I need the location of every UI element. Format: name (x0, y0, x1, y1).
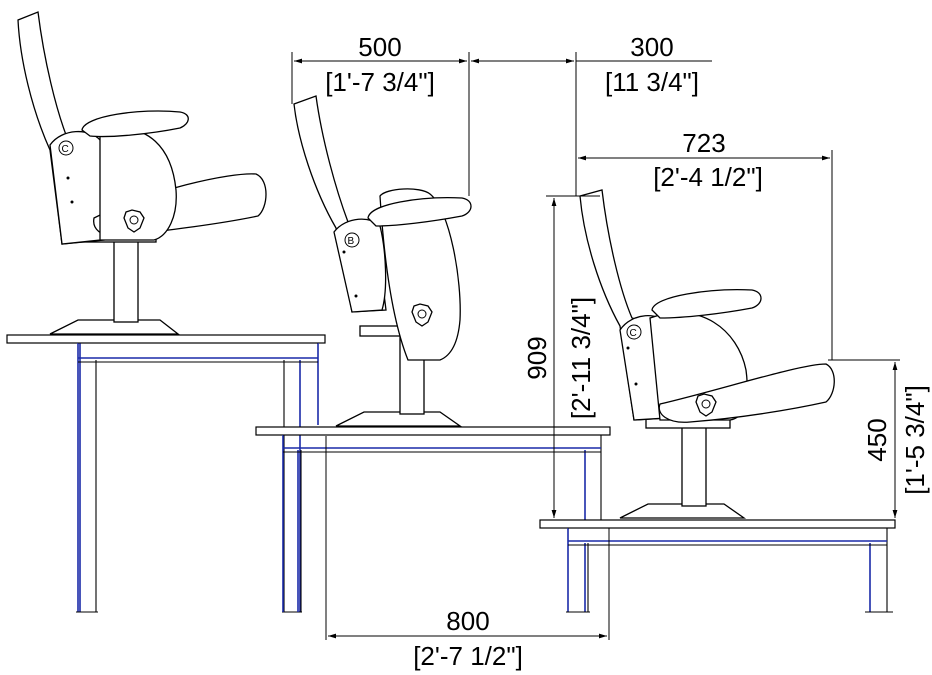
seat-right-label: C (630, 328, 637, 339)
dim-450-imperial: [1'-5 3/4"] (900, 385, 930, 495)
dim-300-imperial: [11 3/4"] (605, 67, 699, 97)
tier-platform-lower (539, 519, 896, 613)
dim-450-value: 450 (862, 418, 892, 461)
dim-500-value: 500 (358, 32, 401, 62)
dimension-800: 800 [2'-7 1/2"] (325, 436, 610, 671)
dimension-500: 500 [1'-7 3/4"] (291, 32, 470, 196)
dim-723-imperial: [2'-4 1/2"] (653, 162, 763, 192)
dim-300-value: 300 (630, 32, 673, 62)
seat-left: C (17, 11, 267, 335)
seat-middle: B (293, 95, 472, 427)
dimension-300: 300 [11 3/4"] (471, 32, 712, 196)
seat-left-label: C (62, 144, 69, 155)
dim-800-imperial: [2'-7 1/2"] (413, 641, 523, 671)
dim-909-imperial: [2'-11 3/4"] (566, 297, 596, 419)
dimension-909: 909 [2'-11 3/4"] (522, 195, 600, 518)
dim-909-value: 909 (522, 336, 552, 379)
dimension-450: 450 [1'-5 3/4"] (828, 359, 930, 518)
tier-platform-upper (6, 334, 326, 613)
tier-platform-middle (255, 426, 611, 612)
seat-middle-label: B (348, 236, 355, 247)
dim-800-value: 800 (446, 606, 489, 636)
seat-right: C (579, 189, 835, 519)
dim-500-imperial: [1'-7 3/4"] (325, 67, 435, 97)
dim-723-value: 723 (682, 128, 725, 158)
dimension-723: 723 [2'-4 1/2"] (578, 128, 833, 360)
